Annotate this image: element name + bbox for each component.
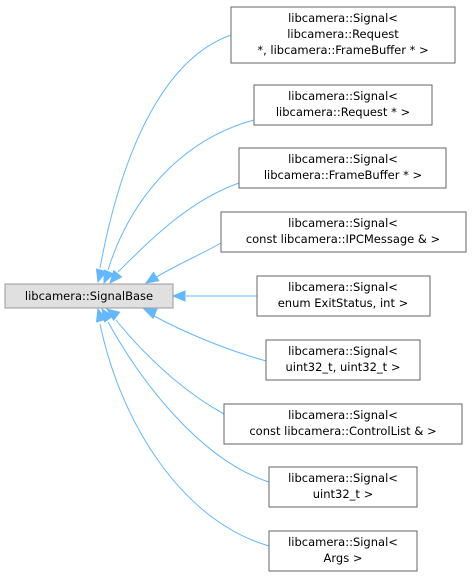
node-label-line: libcamera::Request xyxy=(287,27,399,41)
node-label-line: libcamera::Signal< xyxy=(288,408,398,422)
node-label-line: libcamera::Signal< xyxy=(288,535,398,549)
node-label-line: libcamera::Signal< xyxy=(288,89,398,103)
inheritance-edge xyxy=(115,319,225,415)
node-signal-uint32-uint32[interactable]: libcamera::Signal< uint32_t, uint32_t > xyxy=(265,339,421,381)
node-label-line: uint32_t, uint32_t > xyxy=(286,360,401,374)
node-label-line: libcamera::Signal< xyxy=(288,471,398,485)
inheritance-arrowhead xyxy=(103,269,115,285)
node-label-line: libcamera::FrameBuffer * > xyxy=(264,168,422,182)
inheritance-edges xyxy=(95,34,270,547)
node-label-line: libcamera::Signal< xyxy=(288,344,398,358)
node-label-line: enum ExitStatus, int > xyxy=(278,296,409,310)
node-label-line: libcamera::Request * > xyxy=(276,105,410,119)
inheritance-edge xyxy=(107,119,255,271)
node-label-line: libcamera::Signal< xyxy=(288,280,398,294)
node-label-line: Args > xyxy=(324,551,363,565)
inheritance-arrowhead xyxy=(109,269,123,284)
node-signal-controllist[interactable]: libcamera::Signal< const libcamera::Cont… xyxy=(223,403,463,445)
inheritance-arrowhead xyxy=(142,308,158,320)
node-label-line: const libcamera::IPCMessage & > xyxy=(246,232,440,246)
inheritance-arrowhead xyxy=(95,307,107,323)
inheritance-edge xyxy=(153,315,267,362)
node-signal-base[interactable]: libcamera::SignalBase xyxy=(4,283,174,309)
node-label-line: libcamera::Signal< xyxy=(288,11,398,25)
node-signal-framebuffer[interactable]: libcamera::Signal< libcamera::FrameBuffe… xyxy=(238,147,447,189)
node-label-line: libcamera::Signal< xyxy=(288,152,398,166)
node-label-line: *, libcamera::FrameBuffer * > xyxy=(257,43,428,57)
node-label-line: uint32_t > xyxy=(313,487,373,501)
node-signal-request-framebuffer[interactable]: libcamera::Signal< libcamera::Request *,… xyxy=(230,6,456,64)
node-signal-base-label: libcamera::SignalBase xyxy=(25,289,153,303)
node-label-line: const libcamera::ControlList & > xyxy=(249,424,436,438)
inheritance-arrowhead xyxy=(171,290,186,302)
node-signal-args[interactable]: libcamera::Signal< Args > xyxy=(268,530,418,572)
inheritance-edge xyxy=(117,182,240,273)
node-signal-request[interactable]: libcamera::Signal< libcamera::Request * … xyxy=(253,84,433,126)
node-signal-exitstatus[interactable]: libcamera::Signal< enum ExitStatus, int … xyxy=(256,275,431,317)
inheritance-edge xyxy=(99,34,232,269)
node-signal-uint32[interactable]: libcamera::Signal< uint32_t > xyxy=(268,466,418,508)
node-label-line: libcamera::Signal< xyxy=(288,216,398,230)
inheritance-edge xyxy=(107,321,270,483)
inheritance-edge xyxy=(99,323,270,547)
node-signal-ipcmessage[interactable]: libcamera::Signal< const libcamera::IPCM… xyxy=(220,211,467,253)
inheritance-edge xyxy=(154,242,222,279)
inheritance-arrowhead xyxy=(144,271,160,284)
